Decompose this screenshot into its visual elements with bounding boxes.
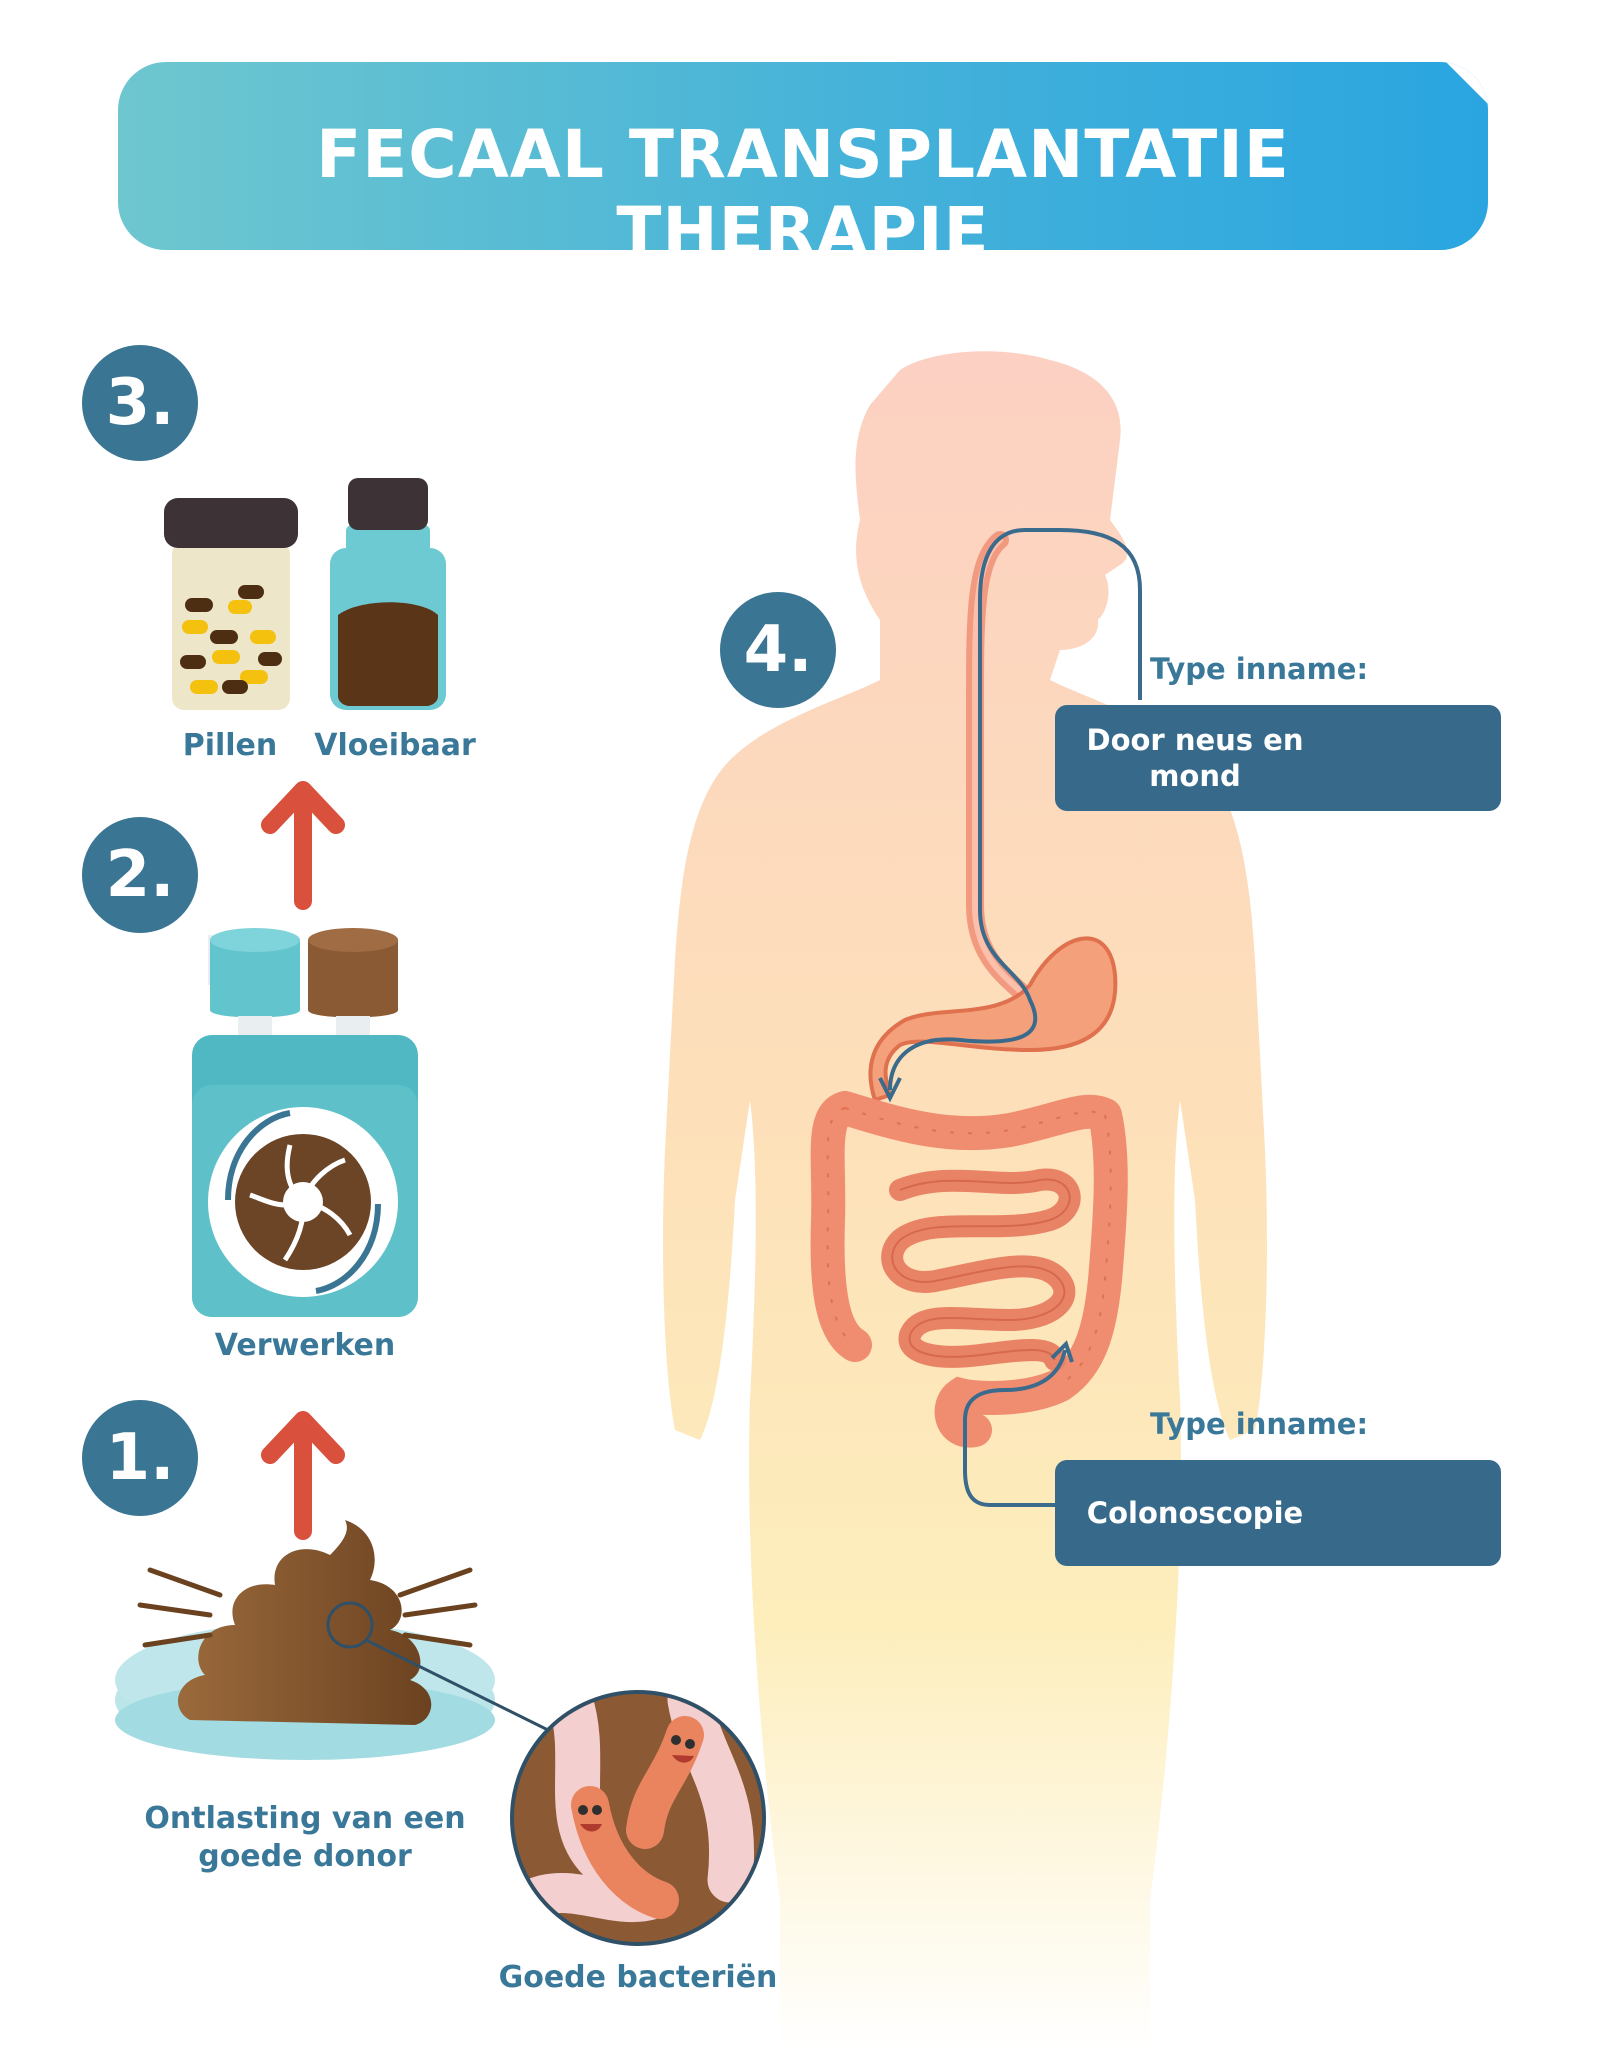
stomach	[868, 936, 1118, 1103]
nasal-tube-route	[888, 528, 1142, 1091]
intake-2-box: Colonoscopie	[1055, 1460, 1501, 1566]
colonoscopy-route	[963, 1349, 1067, 1507]
step-4-badge: 4.	[720, 592, 836, 708]
intake-1-method: Door neus en mond	[1086, 723, 1304, 793]
intake-1-box: Door neus en mond	[1055, 705, 1501, 811]
processing-machine	[192, 928, 418, 1317]
bacteria-zoom	[510, 1690, 766, 1946]
page-title: FECAAL TRANSPLANTATIE THERAPIE	[316, 116, 1290, 250]
label-good-bacteria: Goede bacteriën	[498, 1960, 778, 1995]
step-2-badge: 2.	[82, 817, 198, 933]
title-banner: FECAAL TRANSPLANTATIE THERAPIE	[118, 62, 1488, 250]
pill-jar	[164, 498, 298, 710]
stool	[115, 1520, 549, 1760]
intake-2-method: Colonoscopie	[1086, 1496, 1304, 1530]
banner-corner	[1446, 62, 1488, 104]
arrow-step2-to-step3	[261, 781, 345, 910]
arrow-step1-to-step2	[261, 1411, 345, 1540]
label-processing: Verwerken	[214, 1328, 396, 1363]
liquid-bottle	[330, 478, 446, 710]
label-liquid: Vloeibaar	[314, 728, 476, 763]
intake-1-heading: Type inname:	[1150, 652, 1369, 686]
step-3-badge: 3.	[82, 345, 198, 461]
intake-2-heading: Type inname:	[1150, 1407, 1369, 1441]
step-1-badge: 1.	[82, 1400, 198, 1516]
label-pills: Pillen	[182, 728, 278, 763]
label-donor-stool: Ontlasting van een goede donor	[144, 1801, 466, 1874]
